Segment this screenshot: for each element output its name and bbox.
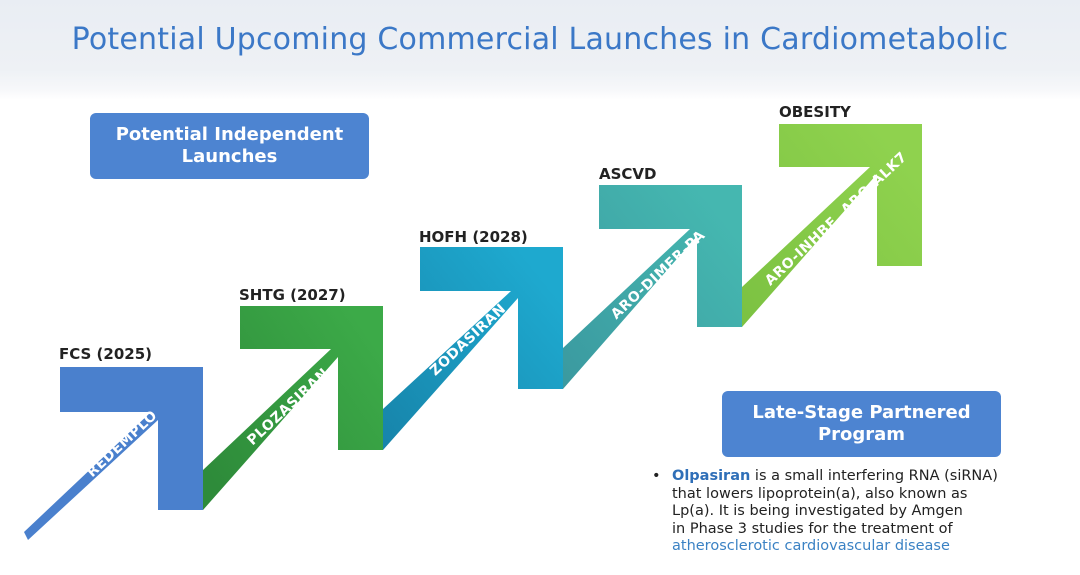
olpasiran-note: • Olpasiran is a small interfering RNA (… <box>652 468 1052 556</box>
badge-line: Launches <box>181 146 278 167</box>
stage-label-ascvd: ASCVD <box>599 165 657 183</box>
drug-label-1: REDEMPLO <box>84 408 161 481</box>
note-line: Lp(a). It is being investigated by Amgen <box>672 503 963 519</box>
arrow-step-1 <box>24 367 203 540</box>
bullet-icon: • <box>652 468 661 484</box>
late-stage-partnered-badge: Late-Stage Partnered Program <box>722 391 1001 457</box>
page-title: Potential Upcoming Commercial Launches i… <box>71 22 1009 57</box>
header-band <box>0 0 1080 100</box>
badge-line: Late-Stage Partnered <box>752 402 971 423</box>
independent-launches-badge: Potential Independent Launches <box>90 113 369 179</box>
drug-label-4: ARO-DIMER-PA <box>608 228 708 323</box>
ascvd-link[interactable]: atherosclerotic cardiovascular disease <box>672 538 950 554</box>
drug-label-2: PLOZASIRAN <box>244 365 332 448</box>
arrow-step-2 <box>203 306 383 510</box>
arrow-step-5 <box>742 124 922 327</box>
drug-label-3: ZODASIRAN <box>427 301 509 379</box>
drug-name: Olpasiran <box>672 468 751 484</box>
arrow-step-3 <box>383 247 563 450</box>
stage-label-obesity: OBESITY <box>779 103 851 121</box>
stage-label-hofh: HOFH (2028) <box>419 228 528 246</box>
note-text: is a small interfering RNA (siRNA) <box>750 468 998 484</box>
note-line: in Phase 3 studies for the treatment of <box>672 520 953 537</box>
note-line: that lowers lipoprotein(a), also known a… <box>672 485 968 502</box>
badge-line: Program <box>817 424 906 445</box>
note-line: Olpasiran is a small interfering RNA (si… <box>672 468 1052 486</box>
stage-label-fcs: FCS (2025) <box>59 345 153 363</box>
badge-line: Potential Independent <box>115 124 344 145</box>
stage-label-shtg: SHTG (2027) <box>239 286 346 304</box>
arrow-step-4 <box>563 185 742 389</box>
